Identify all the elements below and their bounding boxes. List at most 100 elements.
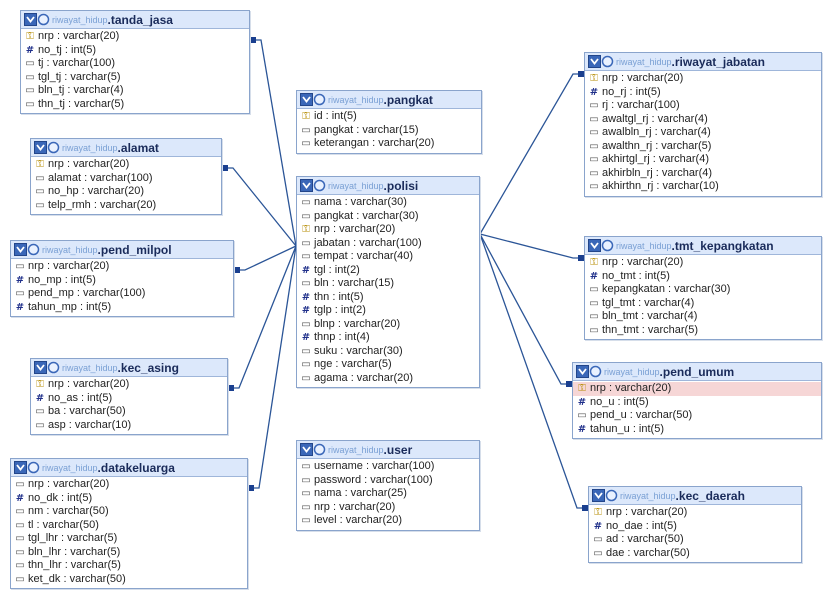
table-header[interactable]: riwayat_hidup.user	[297, 441, 479, 459]
column-row[interactable]: ▭no_hp : varchar(20)	[31, 185, 221, 199]
column-row[interactable]: ▭nama : varchar(30)	[297, 196, 479, 210]
column-row[interactable]: ⚿nrp : varchar(20)	[21, 30, 249, 44]
table-datakeluarga[interactable]: riwayat_hidup.datakeluarga▭nrp : varchar…	[10, 458, 248, 589]
column-row[interactable]: ▭nrp : varchar(20)	[11, 260, 233, 274]
column-row[interactable]: #tgl : int(2)	[297, 264, 479, 278]
column-row[interactable]: #thnp : int(4)	[297, 331, 479, 345]
column-list: ▭nama : varchar(30)▭pangkat : varchar(30…	[297, 195, 479, 387]
column-row[interactable]: ▭username : varchar(100)	[297, 460, 479, 474]
column-row[interactable]: ▭awaltgl_rj : varchar(4)	[585, 113, 821, 127]
column-row[interactable]: #tglp : int(2)	[297, 304, 479, 318]
column-row[interactable]: ▭bln_lhr : varchar(5)	[11, 546, 247, 560]
column-row[interactable]: ⚿nrp : varchar(20)	[31, 378, 227, 392]
table-polisi[interactable]: riwayat_hidup.polisi▭nama : varchar(30)▭…	[296, 176, 480, 388]
column-row[interactable]: #no_as : int(5)	[31, 392, 227, 406]
column-text: nrp : varchar(20)	[48, 378, 130, 390]
column-row[interactable]: ⚿nrp : varchar(20)	[585, 256, 821, 270]
column-row[interactable]: ▭ba : varchar(50)	[31, 405, 227, 419]
column-row[interactable]: ▭pangkat : varchar(15)	[297, 124, 481, 138]
column-row[interactable]: ▭thn_tmt : varchar(5)	[585, 324, 821, 338]
table-header[interactable]: riwayat_hidup.kec_asing	[31, 359, 227, 377]
table-header[interactable]: riwayat_hidup.tanda_jasa	[21, 11, 249, 29]
column-row[interactable]: ▭nm : varchar(50)	[11, 505, 247, 519]
table-icon	[34, 141, 60, 154]
column-row[interactable]: #tahun_mp : int(5)	[11, 301, 233, 315]
table-kec-daerah[interactable]: riwayat_hidup.kec_daerah⚿nrp : varchar(2…	[588, 486, 802, 563]
table-user[interactable]: riwayat_hidup.user▭username : varchar(10…	[296, 440, 480, 531]
column-row[interactable]: ▭tgl_tj : varchar(5)	[21, 71, 249, 85]
column-row[interactable]: ⚿nrp : varchar(20)	[585, 72, 821, 86]
column-row[interactable]: ▭alamat : varchar(100)	[31, 172, 221, 186]
table-pangkat[interactable]: riwayat_hidup.pangkat⚿id : int(5)▭pangka…	[296, 90, 482, 154]
column-row[interactable]: #no_tj : int(5)	[21, 44, 249, 58]
table-header[interactable]: riwayat_hidup.kec_daerah	[589, 487, 801, 505]
table-header[interactable]: riwayat_hidup.pangkat	[297, 91, 481, 109]
column-row[interactable]: ▭tgl_tmt : varchar(4)	[585, 297, 821, 311]
column-row[interactable]: ▭suku : varchar(30)	[297, 345, 479, 359]
column-row[interactable]: #tahun_u : int(5)	[573, 423, 821, 437]
column-row[interactable]: ▭keterangan : varchar(20)	[297, 137, 481, 151]
column-row[interactable]: ▭level : varchar(20)	[297, 514, 479, 528]
table-tanda-jasa[interactable]: riwayat_hidup.tanda_jasa⚿nrp : varchar(2…	[20, 10, 250, 114]
column-row[interactable]: ⚿nrp : varchar(20)	[589, 506, 801, 520]
column-list: ▭nrp : varchar(20)#no_mp : int(5)▭pend_m…	[11, 259, 233, 316]
column-row[interactable]: ▭tempat : varchar(40)	[297, 250, 479, 264]
column-row[interactable]: ▭pangkat : varchar(30)	[297, 210, 479, 224]
column-row[interactable]: ▭tj : varchar(100)	[21, 57, 249, 71]
table-header[interactable]: riwayat_hidup.datakeluarga	[11, 459, 247, 477]
column-row[interactable]: #no_mp : int(5)	[11, 274, 233, 288]
column-row[interactable]: #no_dae : int(5)	[589, 520, 801, 534]
column-row[interactable]: ▭jabatan : varchar(100)	[297, 237, 479, 251]
column-row[interactable]: #no_dk : int(5)	[11, 492, 247, 506]
column-row[interactable]: ▭ad : varchar(50)	[589, 533, 801, 547]
column-row[interactable]: ▭bln_tmt : varchar(4)	[585, 310, 821, 324]
column-row[interactable]: ▭akhirthn_rj : varchar(10)	[585, 180, 821, 194]
column-row[interactable]: #no_tmt : int(5)	[585, 270, 821, 284]
column-row[interactable]: ▭pend_mp : varchar(100)	[11, 287, 233, 301]
column-row[interactable]: ▭password : varchar(100)	[297, 474, 479, 488]
column-row[interactable]: ▭thn_tj : varchar(5)	[21, 98, 249, 112]
table-alamat[interactable]: riwayat_hidup.alamat⚿nrp : varchar(20)▭a…	[30, 138, 222, 215]
column-row[interactable]: ▭rj : varchar(100)	[585, 99, 821, 113]
column-row[interactable]: ▭pend_u : varchar(50)	[573, 409, 821, 423]
column-row[interactable]: ▭kepangkatan : varchar(30)	[585, 283, 821, 297]
column-row[interactable]: ▭nama : varchar(25)	[297, 487, 479, 501]
column-row[interactable]: ▭nrp : varchar(20)	[11, 478, 247, 492]
column-row[interactable]: ▭tgl_lhr : varchar(5)	[11, 532, 247, 546]
table-pend-milpol[interactable]: riwayat_hidup.pend_milpol▭nrp : varchar(…	[10, 240, 234, 317]
table-header[interactable]: riwayat_hidup.tmt_kepangkatan	[585, 237, 821, 255]
column-row[interactable]: ▭akhirbln_rj : varchar(4)	[585, 167, 821, 181]
column-row[interactable]: ⚿nrp : varchar(20)	[297, 223, 479, 237]
column-row[interactable]: ▭bln_tj : varchar(4)	[21, 84, 249, 98]
column-row[interactable]: ▭ket_dk : varchar(50)	[11, 573, 247, 587]
column-row[interactable]: ▭awalthn_rj : varchar(5)	[585, 140, 821, 154]
column-row[interactable]: #thn : int(5)	[297, 291, 479, 305]
column-row[interactable]: #no_u : int(5)	[573, 396, 821, 410]
column-row[interactable]: ▭nrp : varchar(20)	[297, 501, 479, 515]
table-header[interactable]: riwayat_hidup.pend_milpol	[11, 241, 233, 259]
column-row[interactable]: ⚿nrp : varchar(20)	[31, 158, 221, 172]
table-header[interactable]: riwayat_hidup.alamat	[31, 139, 221, 157]
column-row[interactable]: ⚿nrp : varchar(20)	[573, 382, 821, 396]
table-tmt-kepangkatan[interactable]: riwayat_hidup.tmt_kepangkatan⚿nrp : varc…	[584, 236, 822, 340]
table-kec-asing[interactable]: riwayat_hidup.kec_asing⚿nrp : varchar(20…	[30, 358, 228, 435]
column-row[interactable]: ▭agama : varchar(20)	[297, 372, 479, 386]
column-row[interactable]: ▭akhirtgl_rj : varchar(4)	[585, 153, 821, 167]
column-row[interactable]: ▭asp : varchar(10)	[31, 419, 227, 433]
table-riwayat-jabatan[interactable]: riwayat_hidup.riwayat_jabatan⚿nrp : varc…	[584, 52, 822, 197]
column-row[interactable]: ▭blnp : varchar(20)	[297, 318, 479, 332]
table-pend-umum[interactable]: riwayat_hidup.pend_umum⚿nrp : varchar(20…	[572, 362, 822, 439]
column-row[interactable]: ▭dae : varchar(50)	[589, 547, 801, 561]
table-name: pend_umum	[662, 364, 735, 379]
table-header[interactable]: riwayat_hidup.polisi	[297, 177, 479, 195]
column-row[interactable]: ▭nge : varchar(5)	[297, 358, 479, 372]
column-row[interactable]: ▭telp_rmh : varchar(20)	[31, 199, 221, 213]
column-row[interactable]: ⚿id : int(5)	[297, 110, 481, 124]
table-header[interactable]: riwayat_hidup.pend_umum	[573, 363, 821, 381]
column-row[interactable]: ▭thn_lhr : varchar(5)	[11, 559, 247, 573]
table-header[interactable]: riwayat_hidup.riwayat_jabatan	[585, 53, 821, 71]
column-row[interactable]: ▭awalbln_rj : varchar(4)	[585, 126, 821, 140]
column-row[interactable]: ▭bln : varchar(15)	[297, 277, 479, 291]
column-row[interactable]: ▭tl : varchar(50)	[11, 519, 247, 533]
column-row[interactable]: #no_rj : int(5)	[585, 86, 821, 100]
